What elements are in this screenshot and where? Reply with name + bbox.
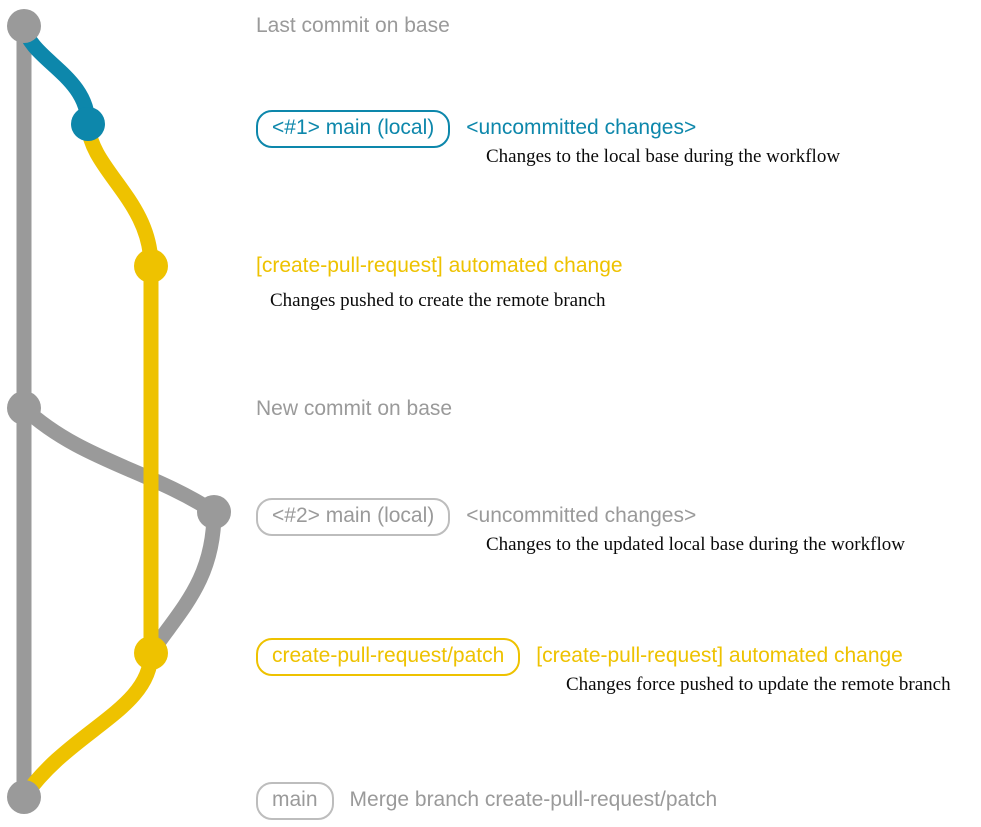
row-automated-change-1: [create-pull-request] automated change: [256, 254, 623, 278]
commit-node-last-commit-on-base[interactable]: [7, 9, 41, 43]
ref-badge-local-main-2[interactable]: <#2> main (local): [256, 498, 451, 537]
commit-description-automated-change-1: Changes pushed to create the remote bran…: [270, 290, 606, 311]
commit-node-automated-change-1[interactable]: [134, 249, 168, 283]
commit-subject-last-commit-on-base: Last commit on base: [256, 14, 450, 37]
commit-node-automated-change-2[interactable]: [134, 636, 168, 670]
row-local-commit-2: <#2> main (local) <uncommitted changes>: [256, 498, 697, 537]
commit-node-merge-commit[interactable]: [7, 780, 41, 814]
row-local-commit-1: <#1> main (local) <uncommitted changes>: [256, 110, 697, 149]
ref-badge-local-main-1[interactable]: <#1> main (local): [256, 110, 451, 149]
commit-node-local-commit-2[interactable]: [197, 495, 231, 529]
row-automated-change-2: create-pull-request/patch [create-pull-r…: [256, 638, 903, 677]
commit-subject-automated-change-2: [create-pull-request] automated change: [536, 644, 903, 667]
commit-node-new-commit-on-base[interactable]: [7, 391, 41, 425]
commit-description-local-commit-2: Changes to the updated local base during…: [486, 534, 905, 555]
commit-node-local-commit-1[interactable]: [71, 107, 105, 141]
commit-description-local-commit-1: Changes to the local base during the wor…: [486, 146, 841, 167]
row-last-commit-on-base: Last commit on base: [256, 14, 450, 38]
edge-base-to-local1: [16, 18, 96, 132]
commit-description-automated-change-2: Changes force pushed to update the remot…: [566, 674, 951, 695]
ref-badge-main[interactable]: main: [256, 782, 334, 821]
row-new-commit-on-base: New commit on base: [256, 397, 452, 421]
commit-subject-local-commit-2: <uncommitted changes>: [466, 504, 697, 527]
commit-subject-merge-commit: Merge branch create-pull-request/patch: [349, 788, 718, 811]
edge-local2-to-patch: [143, 504, 222, 661]
edge-patch-to-merge: [16, 645, 159, 805]
commit-subject-local-commit-1: <uncommitted changes>: [466, 116, 697, 139]
row-merge-commit: main Merge branch create-pull-request/pa…: [256, 782, 718, 821]
edge-base-to-local2: [16, 400, 222, 520]
commit-subject-automated-change-1: [create-pull-request] automated change: [256, 254, 623, 277]
ref-badge-create-pull-request-patch[interactable]: create-pull-request/patch: [256, 638, 521, 677]
edge-local1-to-automated1: [80, 116, 159, 274]
commit-subject-new-commit-on-base: New commit on base: [256, 397, 453, 420]
